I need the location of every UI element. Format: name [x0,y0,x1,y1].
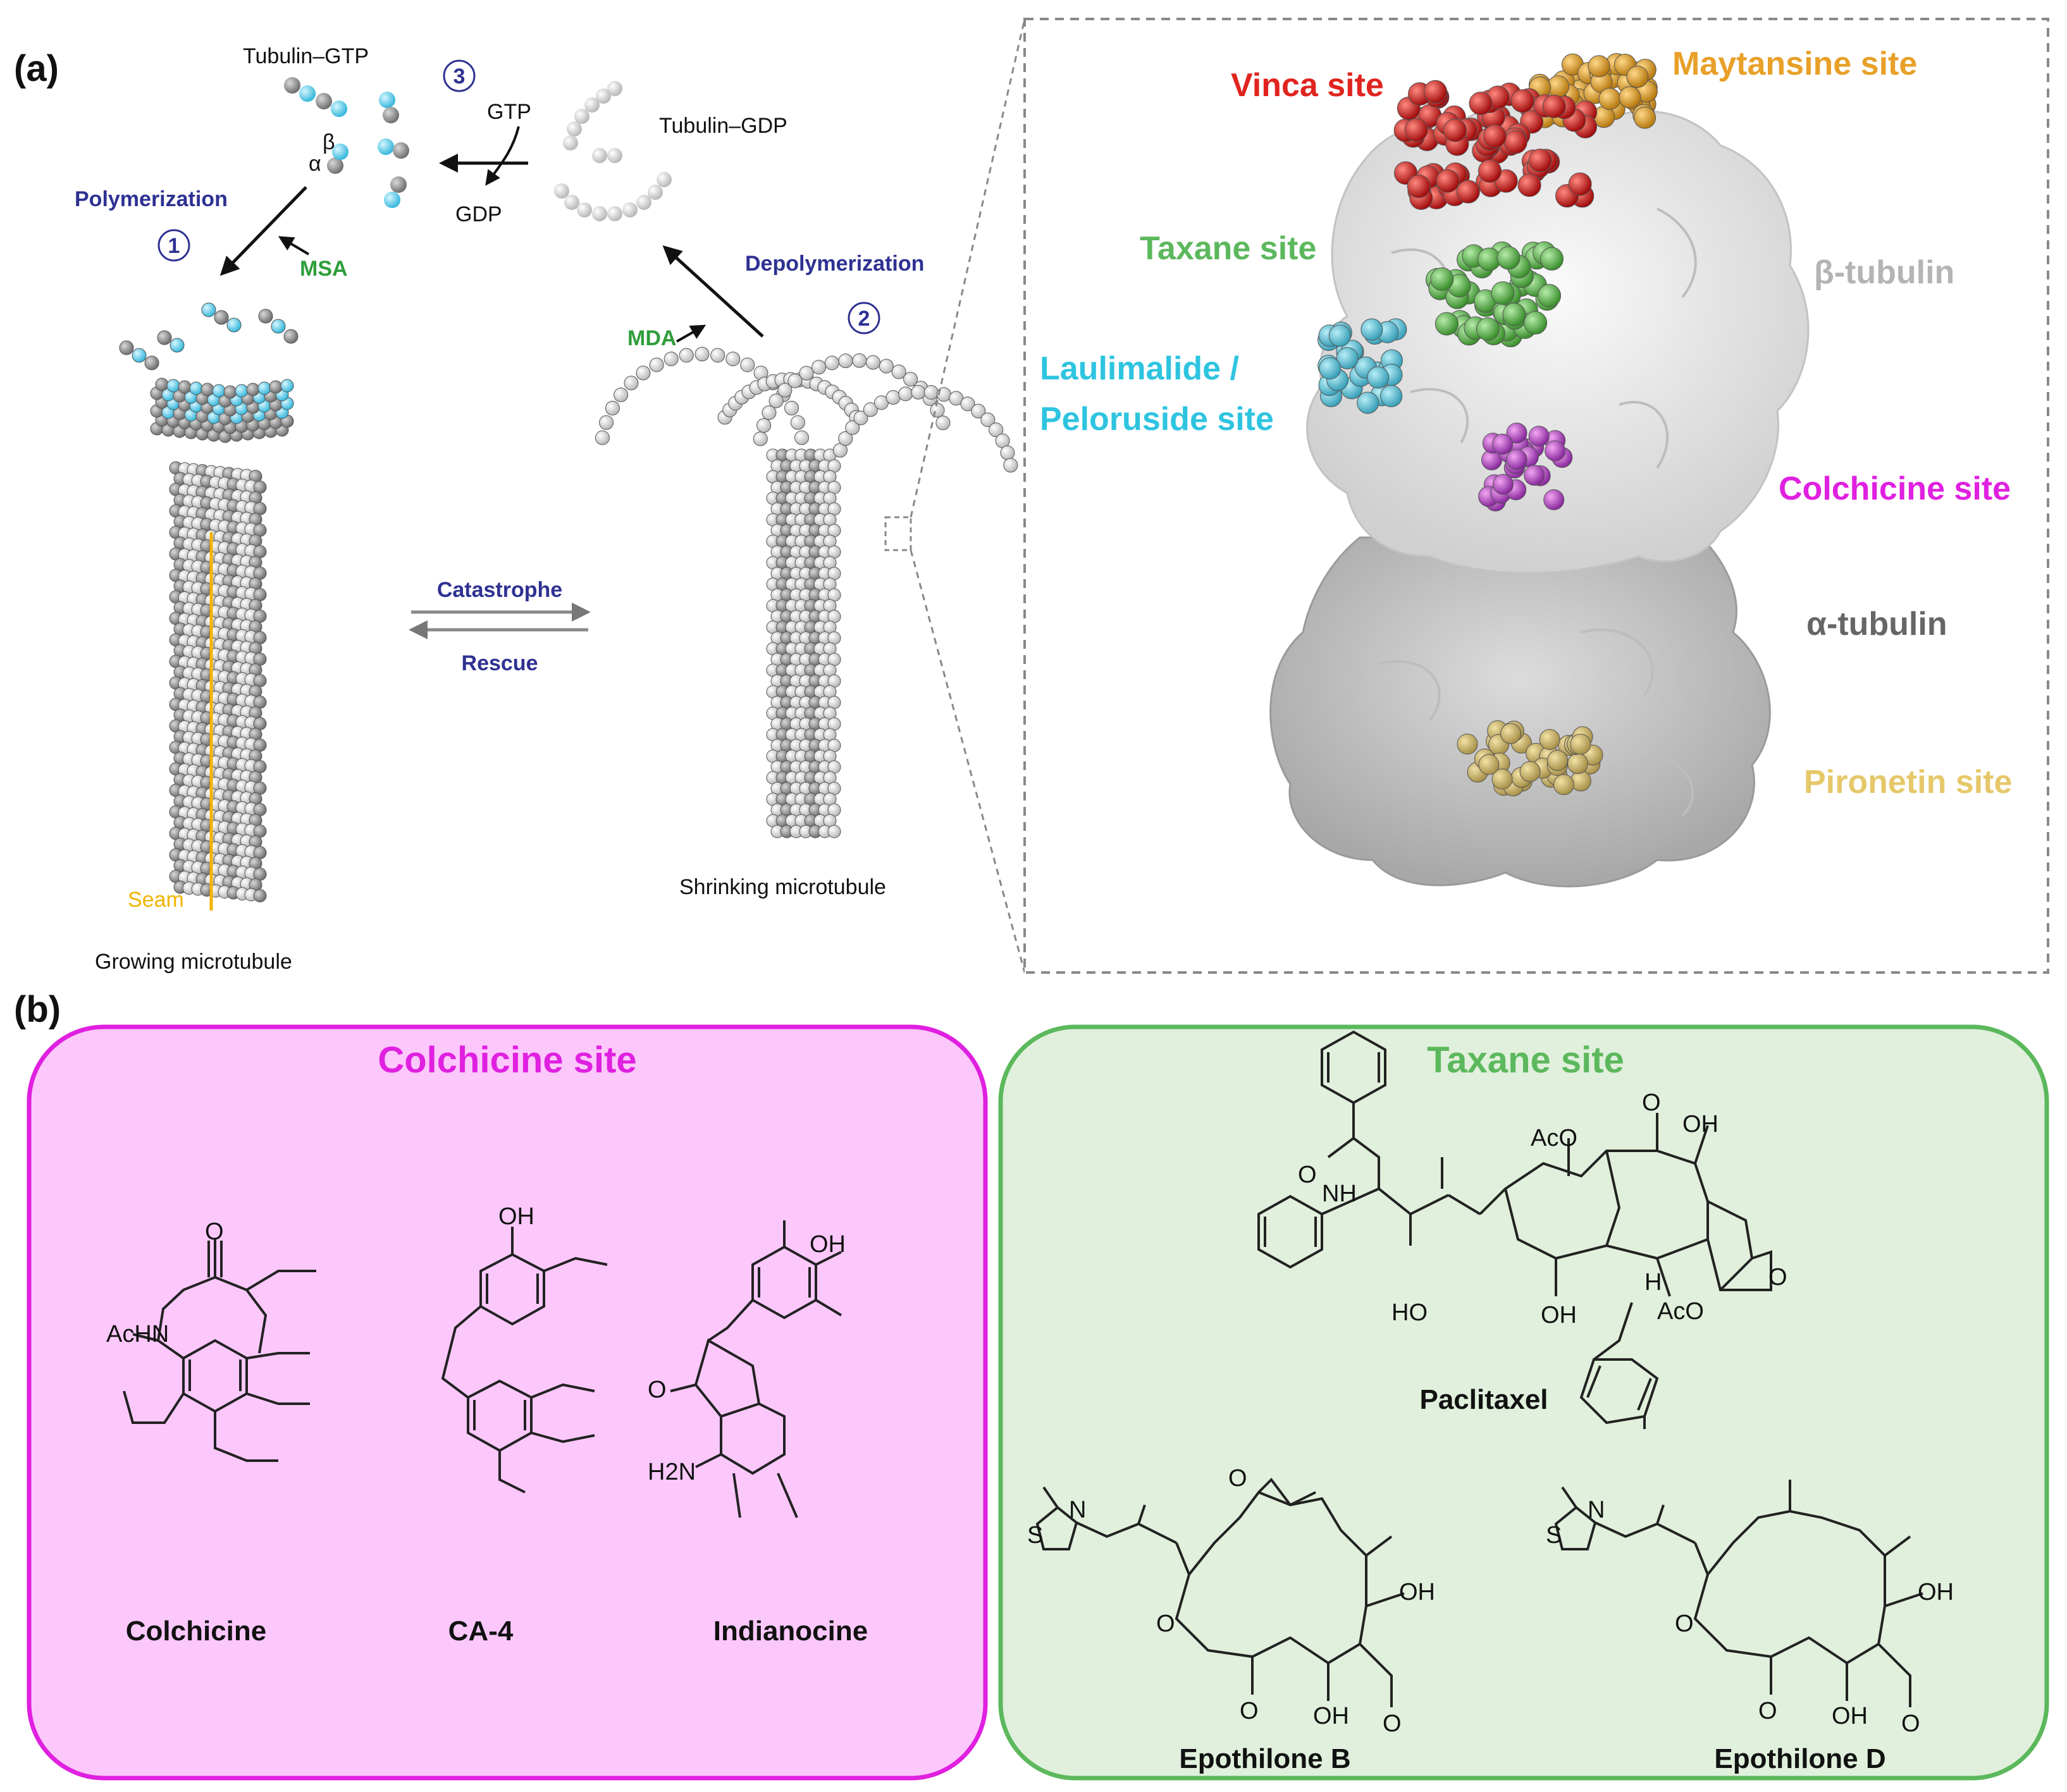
msa-label: MSA [300,257,348,281]
depolymerization-label: Depolymerization [745,252,924,276]
gtp-label: GTP [487,100,531,124]
colchicine-achn: AcHN [106,1321,169,1347]
indianocine-oh: OH [810,1231,846,1258]
epothilone-d-oh-bottom: OH [1832,1703,1868,1729]
shrinking-microtubule-label: Shrinking microtubule [679,875,886,899]
growing-microtubule [119,302,299,902]
zoom-line-top [910,18,1026,518]
maytansine-site-label: Maytansine site [1672,46,1917,82]
free-tubulin-gdp-oligomers [554,81,672,221]
mda-arrow [676,324,706,343]
indianocine-structure [670,1220,842,1518]
taxane-site-box [998,1024,2049,1781]
surface-texture [1378,207,1697,817]
paclitaxel-oh-top: OH [1682,1111,1718,1138]
epothilone-b-oh-bottom: OH [1313,1703,1349,1729]
catastrophe-label: Catastrophe [437,578,562,602]
step-3-circle [443,59,476,92]
free-tubulin-gtp-dimers [284,77,409,208]
step-1-number: 1 [168,234,180,258]
step-2-circle [848,302,880,334]
colchicine-ketone-o: O [205,1218,224,1245]
paclitaxel-aco-top: AcO [1531,1125,1577,1151]
epothilone-b-ester-o: O [1240,1698,1259,1724]
epothilone-b-oh-right: OH [1399,1579,1435,1605]
epothilone-d-ketone-o: O [1901,1710,1920,1737]
compound-indianocine: Indianocine [713,1616,868,1647]
zoom-line-bottom [910,549,1026,973]
alpha-symbol: α [309,152,321,176]
compound-ca4: CA-4 [448,1616,514,1647]
shrinking-microtubule [595,347,1018,838]
paclitaxel-oxetane-o: O [1768,1264,1787,1291]
step-3-number: 3 [454,64,466,89]
step-1-circle [157,229,190,262]
compound-epothilone-b: Epothilone B [1179,1743,1350,1774]
laulimalide-label-line2: Peloruside site [1040,401,1274,438]
mda-label: MDA [627,326,676,350]
paclitaxel-h: H [1644,1269,1662,1296]
gdp-release-arrow [485,126,520,186]
growing-microtubule-label: Growing microtubule [95,950,292,974]
epothilone-d-ring-o: O [1675,1611,1694,1637]
colchicine-site-label: Colchicine site [1779,470,2011,507]
epothilone-b-structure [1035,1477,1405,1707]
polymerization-arrow [219,186,307,276]
seam-label: Seam [128,888,184,912]
epothilone-b-epoxide-o: O [1228,1465,1247,1492]
compound-paclitaxel: Paclitaxel [1419,1384,1548,1415]
paclitaxel-aco-bottom: AcO [1657,1298,1704,1325]
colchicine-site-box [27,1024,988,1781]
colchicine-structure [123,1239,316,1462]
epothilone-b-n: N [1069,1497,1086,1523]
panel-b-label: (b) [14,989,61,1030]
tubulin-dimer-surface [1269,101,1810,888]
tubulin-gdp-label: Tubulin–GDP [659,114,787,138]
compound-epothilone-d: Epothilone D [1714,1743,1885,1774]
indianocine-ketone-o: O [648,1377,667,1403]
ca4-oh: OH [498,1203,534,1230]
epothilone-d-oh-right: OH [1918,1579,1954,1605]
indianocine-h2n: H2N [648,1459,696,1485]
alpha-tubulin-surface [1269,536,1771,888]
epothilone-d-s: S [1546,1522,1562,1549]
epothilone-b-ketone-o: O [1383,1710,1402,1737]
epothilone-b-ring-o: O [1156,1611,1175,1637]
beta-symbol: β [323,130,335,154]
epothilone-d-n: N [1588,1497,1605,1523]
pironetin-site-label: Pironetin site [1804,764,2012,801]
colchicine-box-title: Colchicine site [378,1040,636,1081]
zoom-source-box [884,516,912,551]
polymerization-label: Polymerization [75,187,228,211]
step-2-number: 2 [858,307,870,331]
msa-arrow [278,236,310,255]
rescue-label: Rescue [462,651,538,675]
depolymerization-arrow [662,245,764,338]
taxane-site-label: Taxane site [1140,230,1316,267]
ca4-structure [441,1227,608,1494]
alpha-tubulin-label: α-tubulin [1806,606,1947,642]
epothilone-b-s: S [1027,1522,1043,1549]
vinca-site-label: Vinca site [1231,67,1384,104]
compound-colchicine: Colchicine [126,1616,267,1647]
paclitaxel-amide-o: O [1298,1162,1317,1188]
paclitaxel-ho: HO [1391,1299,1428,1326]
epothilone-d-ester-o: O [1758,1698,1777,1724]
epothilone-d-structure [1554,1480,1923,1707]
paclitaxel-ketone-o: O [1642,1089,1661,1116]
taxane-box-title: Taxane site [1427,1040,1624,1081]
beta-tubulin-label: β-tubulin [1814,254,1954,291]
paclitaxel-structure [1257,1030,1772,1429]
laulimalide-label-line1: Laulimalide / [1040,350,1239,387]
binding-site-blobs [1317,53,1658,797]
tubulin-gtp-label: Tubulin–GTP [243,44,369,68]
paclitaxel-nh: NH [1322,1181,1357,1207]
panel-a-label: (a) [14,48,59,89]
paclitaxel-oh-bottom: OH [1541,1302,1577,1329]
gdp-label: GDP [455,202,502,226]
